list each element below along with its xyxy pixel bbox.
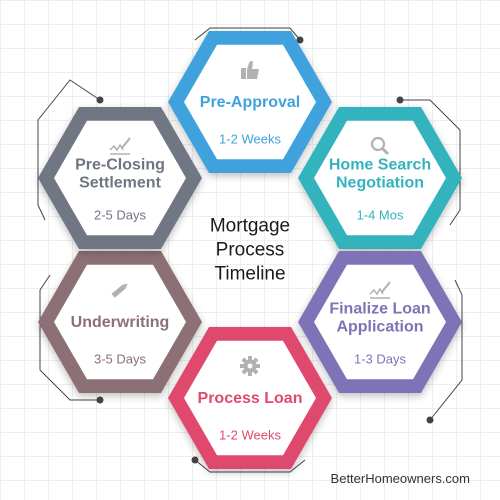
- step-title-line: Settlement: [79, 175, 161, 192]
- step-title-line: Finalize Loan: [329, 300, 431, 318]
- step-title-line: Pre-Approval: [199, 93, 301, 111]
- connector-line: [39, 274, 100, 401]
- step-title-line: Process Loan: [197, 389, 303, 407]
- hexagon-inner-panel: [184, 340, 316, 456]
- connector-line: [37, 79, 101, 221]
- connector-line: [429, 279, 463, 421]
- center-title-line-3: Timeline: [214, 262, 286, 284]
- gear-icon: [240, 356, 260, 376]
- step-duration: 1-4 Mos: [356, 207, 404, 223]
- step-title-line: Negotiation: [335, 175, 424, 192]
- signature-icon: [109, 137, 131, 155]
- step-duration: 1-3 Days: [353, 351, 407, 367]
- step-duration: 3-5 Days: [93, 351, 147, 367]
- connector-line: [194, 27, 301, 41]
- thumbs-up-icon: [241, 60, 259, 79]
- step-duration: 1-2 Weeks: [219, 131, 281, 147]
- step-hexagon: [38, 107, 202, 249]
- step-title: Underwriting: [71, 314, 170, 332]
- center-title: Mortgage Process Timeline: [210, 214, 290, 285]
- step-title-line: Pre-Closing: [75, 156, 165, 174]
- step-title-line: Application: [336, 319, 424, 336]
- step-duration: 1-2 Weeks: [219, 427, 281, 443]
- hexagon-inner-panel: [184, 44, 316, 160]
- connector-line: [194, 459, 306, 473]
- step-hexagon: [298, 251, 462, 393]
- step-title-line: Home Search: [328, 156, 432, 174]
- pencil-icon: [111, 283, 128, 298]
- connector-line: [400, 99, 461, 226]
- step-title: Pre-Approval: [200, 94, 300, 112]
- connector-lines: [37, 27, 463, 473]
- step-hexagon: [168, 31, 332, 173]
- signature-icon: [369, 281, 391, 299]
- step-hexagon: [38, 251, 202, 393]
- step-hexagon: [298, 107, 462, 249]
- center-title-line-2: Process: [215, 239, 285, 261]
- hexagon-inner-panel: [54, 264, 186, 380]
- step-title-line: Underwriting: [70, 313, 170, 331]
- center-title-line-1: Mortgage: [209, 215, 291, 237]
- hexagon-inner-panel: [314, 264, 446, 380]
- step-duration: 2-5 Days: [93, 207, 147, 223]
- step-hexagon: [168, 327, 332, 469]
- step-title: Process Loan: [198, 390, 303, 408]
- footer-website: BetterHomeowners.com: [330, 471, 470, 486]
- hexagon-inner-panel: [54, 120, 186, 236]
- magnifier-icon: [370, 136, 390, 156]
- hexagon-inner-panel: [314, 120, 446, 236]
